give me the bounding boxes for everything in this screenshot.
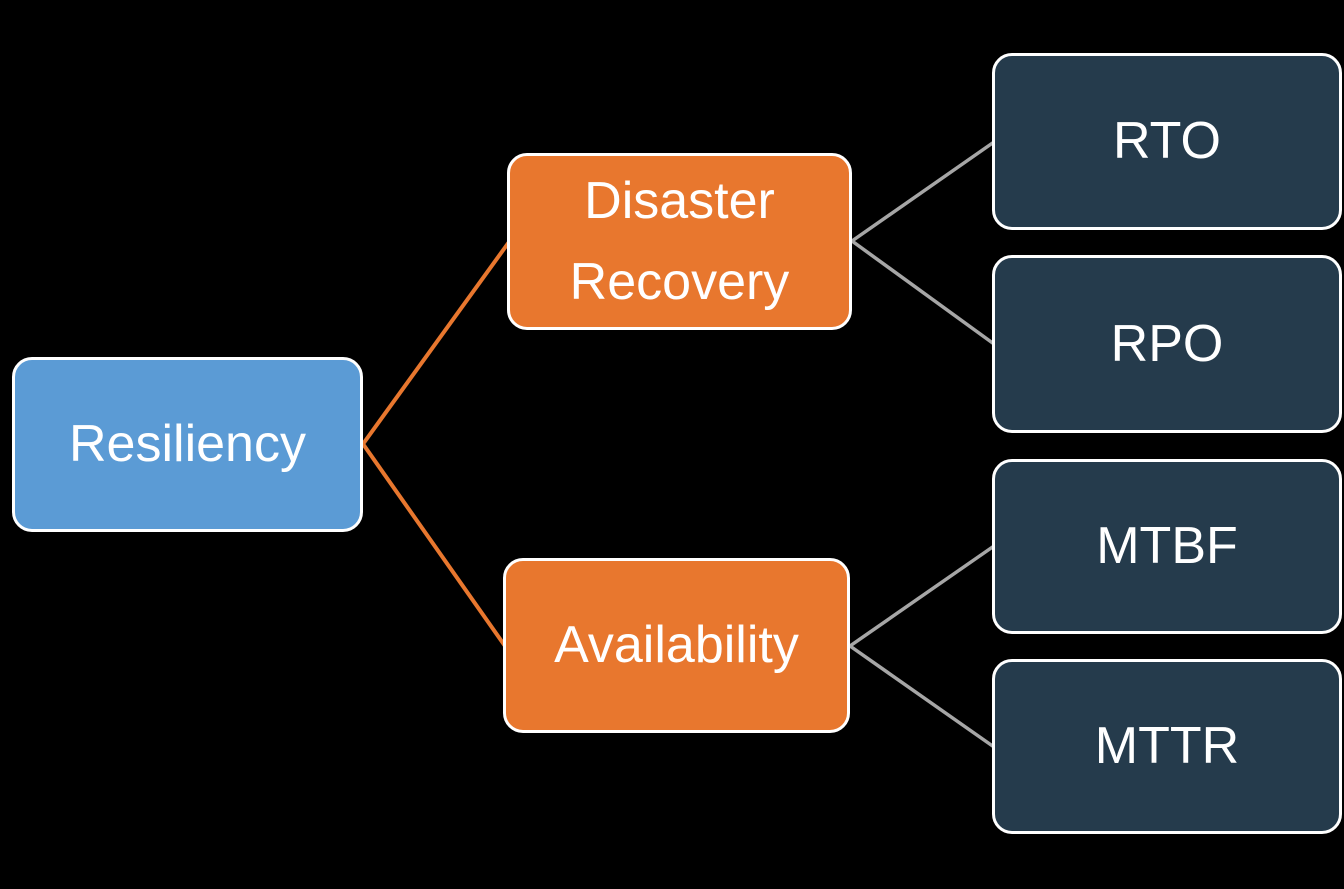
node-rpo: RPO (992, 255, 1342, 433)
node-mtbf-label: MTBF (1096, 517, 1238, 576)
connector-disaster-recovery-to-rpo (850, 239, 996, 346)
node-rto-label: RTO (1113, 112, 1221, 171)
connector-disaster-recovery-to-rto (850, 140, 996, 243)
connector-availability-to-mtbf (849, 544, 995, 648)
node-mttr: MTTR (992, 659, 1342, 834)
node-availability: Availability (503, 558, 850, 733)
node-disaster-recovery-label: Disaster Recovery (569, 171, 790, 311)
connector-root-to-availability (361, 442, 507, 648)
node-mtbf: MTBF (992, 459, 1342, 634)
node-rto: RTO (992, 53, 1342, 230)
node-disaster-recovery: Disaster Recovery (507, 153, 852, 330)
node-resiliency: Resiliency (12, 357, 363, 532)
connector-root-to-disaster-recovery (361, 240, 511, 446)
node-rpo-label: RPO (1110, 314, 1224, 373)
node-availability-label: Availability (554, 616, 799, 675)
connector-availability-to-mttr (848, 644, 996, 749)
node-mttr-label: MTTR (1094, 717, 1240, 776)
node-resiliency-label: Resiliency (69, 415, 306, 474)
